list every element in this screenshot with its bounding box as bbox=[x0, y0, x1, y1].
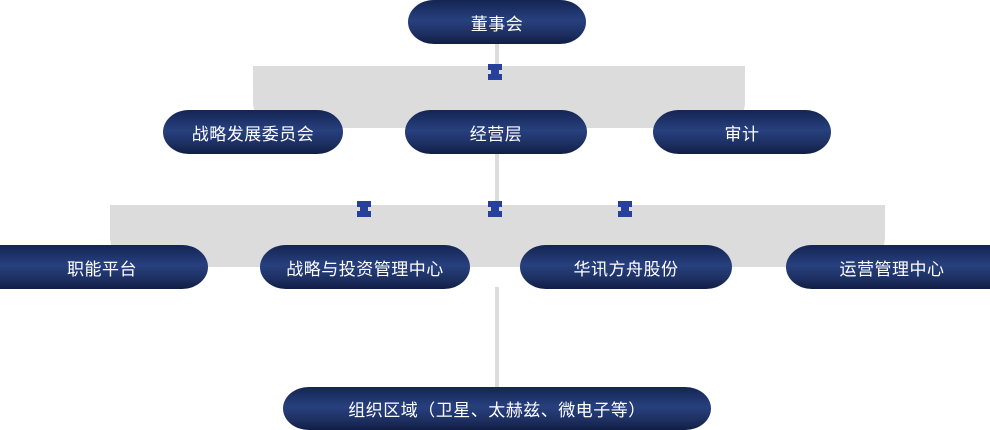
node-audit[interactable]: 审计 bbox=[653, 110, 831, 154]
node-organizational-regions[interactable]: 组织区域（卫星、太赫兹、微电子等） bbox=[283, 387, 711, 430]
connector-stem-board-to-management bbox=[495, 38, 499, 74]
connector-stem-management-to-level3 bbox=[495, 154, 499, 208]
node-operations-management-center[interactable]: 运营管理中心 bbox=[786, 245, 990, 289]
node-huaxun-fangzhou-shares[interactable]: 华讯方舟股份 bbox=[520, 245, 732, 289]
connector-knot-level3-left bbox=[357, 201, 371, 217]
node-functional-platform[interactable]: 职能平台 bbox=[0, 245, 208, 289]
connector-knot-level3-center bbox=[488, 201, 502, 217]
node-strategy-investment-management-center[interactable]: 战略与投资管理中心 bbox=[260, 245, 470, 289]
connector-knot-level2-center bbox=[488, 64, 502, 80]
node-strategy-development-committee[interactable]: 战略发展委员会 bbox=[163, 110, 343, 154]
connector-knot-level3-right bbox=[618, 201, 632, 217]
connector-stem-huaxun-to-regions bbox=[495, 287, 499, 387]
node-management-layer[interactable]: 经营层 bbox=[405, 110, 587, 154]
node-board-of-directors[interactable]: 董事会 bbox=[408, 0, 586, 44]
